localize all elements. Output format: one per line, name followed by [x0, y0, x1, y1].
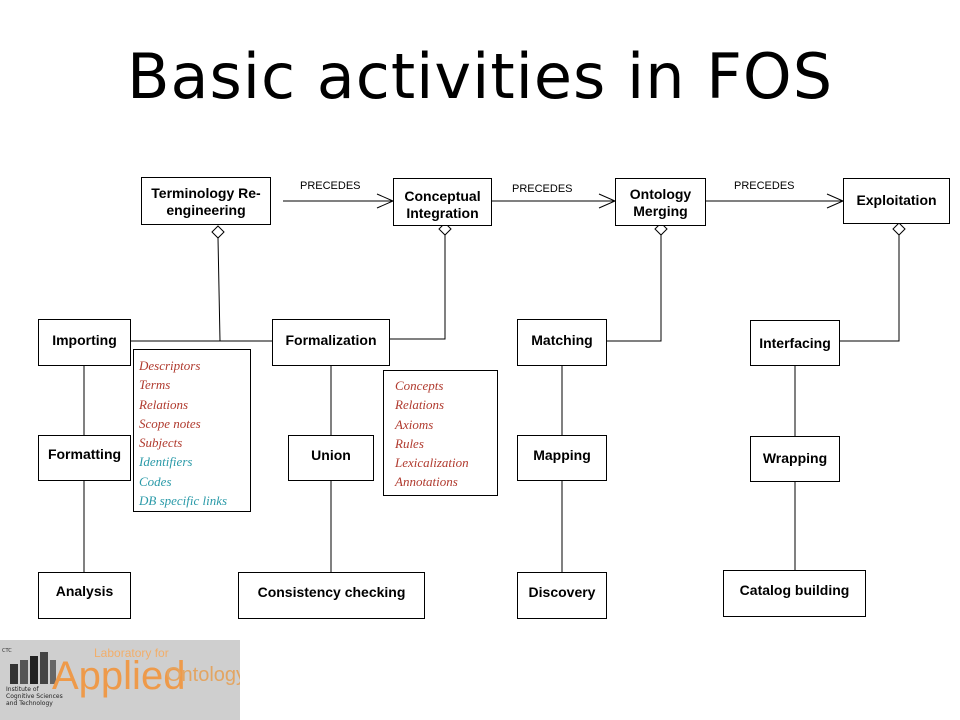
logo-ontology-text: Ontology — [166, 664, 240, 686]
note-item: Relations — [139, 396, 189, 412]
note-item: Descriptors — [139, 358, 201, 373]
logo-bars-icon — [10, 652, 56, 684]
precedes-label-2: PRECEDES — [512, 183, 573, 195]
subactivity-importing: Importing — [38, 319, 131, 366]
subactivity-formatting: Formatting — [38, 435, 131, 481]
note-item: Rules — [395, 435, 424, 451]
note-item: Subjects — [139, 435, 183, 451]
link-merging-matching — [607, 235, 662, 342]
conceptual-note: Concepts Relations Axioms Rules Lexicali… — [383, 370, 498, 496]
subactivity-mapping: Mapping — [517, 435, 607, 481]
subactivity-catalog-building: Catalog building — [723, 570, 866, 617]
activity-label: Conceptual Integration — [404, 188, 481, 221]
aggregation-diamond-exploitation — [892, 222, 906, 236]
activity-conceptual-integration: Conceptual Integration — [393, 178, 492, 226]
link-exploitation-interfacing — [840, 235, 900, 342]
terminology-note: Descriptors Terms Relations Scope notes … — [133, 349, 251, 512]
subactivity-analysis: Analysis — [38, 572, 131, 619]
subactivity-union: Union — [288, 435, 374, 481]
logo-lab-text: Laboratory for — [94, 646, 169, 660]
note-item: Identifiers — [139, 454, 193, 470]
activity-ontology-merging: Ontology Merging — [615, 178, 706, 226]
subactivity-wrapping: Wrapping — [750, 436, 840, 482]
subactivity-consistency-checking: Consistency checking — [238, 572, 425, 619]
subactivity-discovery: Discovery — [517, 572, 607, 619]
note-item: Concepts — [395, 378, 444, 393]
note-item: Axioms — [395, 416, 434, 432]
logo-side-text: CTC — [2, 648, 12, 654]
precedes-label-1: PRECEDES — [300, 180, 361, 192]
subactivity-matching: Matching — [517, 319, 607, 366]
activity-exploitation: Exploitation — [843, 178, 950, 224]
activity-label: Ontology Merging — [629, 186, 692, 219]
logo-institute-text: Institute of Cognitive Sciences and Tech… — [6, 686, 63, 707]
note-item: Terms — [139, 377, 171, 393]
aggregation-diamond-terminology — [211, 225, 225, 239]
note-item: Annotations — [395, 474, 458, 490]
note-item: Codes — [139, 473, 172, 489]
note-item: Relations — [395, 397, 445, 413]
note-item: DB specific links — [139, 493, 228, 509]
subactivity-formalization: Formalization — [272, 319, 390, 366]
lab-logo: CTC Laboratory for Applied Ontology Inst… — [0, 640, 240, 720]
link-conceptual-formalization — [390, 235, 446, 340]
activity-label: Exploitation — [856, 192, 937, 208]
note-item: Scope notes — [139, 415, 201, 431]
link-terminology-importing — [130, 237, 221, 342]
activity-label: Terminology Re-engineering — [151, 185, 261, 218]
logo-applied-text: Applied — [52, 654, 186, 698]
activity-terminology-reengineering: Terminology Re-engineering — [141, 177, 271, 225]
note-item: Lexicalization — [395, 455, 469, 471]
subactivity-interfacing: Interfacing — [750, 320, 840, 366]
precedes-label-3: PRECEDES — [734, 180, 795, 192]
page-title: Basic activities in FOS — [126, 40, 834, 113]
